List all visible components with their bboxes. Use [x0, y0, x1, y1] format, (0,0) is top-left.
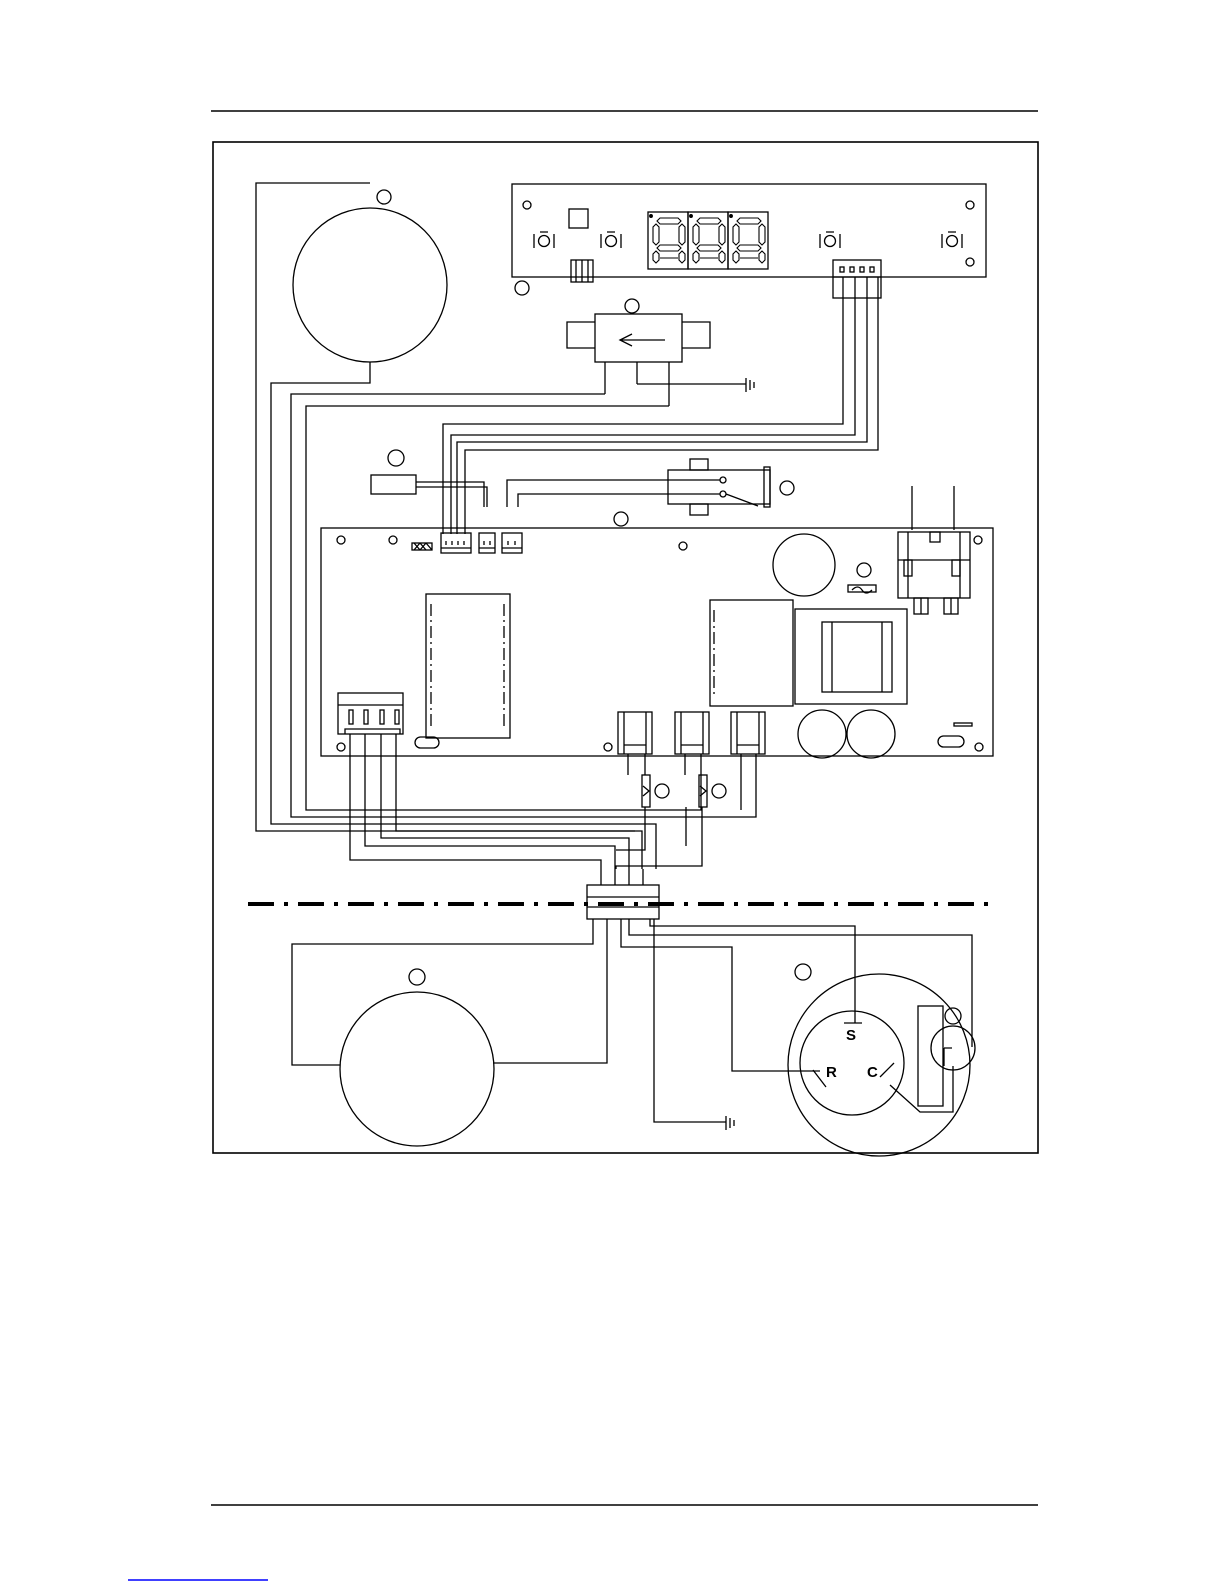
water-level-switch [507, 459, 794, 515]
wiring-harness [256, 183, 878, 869]
display-board [512, 184, 986, 298]
transformer [795, 609, 907, 704]
ground-icon [637, 378, 754, 392]
ir-receiver [569, 209, 588, 228]
capacitor-3 [847, 710, 895, 758]
ground-icon-2 [654, 919, 734, 1130]
microcontroller [426, 594, 510, 738]
display-connector-small [571, 260, 593, 282]
button-3[interactable] [820, 232, 840, 248]
thermal-fuse-1 [642, 775, 669, 807]
button-4[interactable] [942, 232, 962, 248]
capacitor [773, 534, 835, 596]
button-2[interactable] [601, 232, 621, 248]
terminal-block [587, 869, 659, 919]
seven-segment-display [648, 212, 768, 269]
compressor-terminal-c-label: C [867, 1064, 878, 1081]
relay-terminal-3 [731, 712, 765, 754]
relay [710, 600, 793, 706]
display-connector-4pin [833, 260, 881, 298]
relay-terminal-1 [618, 712, 652, 754]
switch-connector-2pin [502, 533, 522, 553]
power-terminal-block [898, 532, 970, 614]
sensor-connector-2pin [479, 533, 495, 553]
fan-connector-4pin [338, 693, 403, 734]
pump-motor [292, 919, 607, 1146]
temperature-sensor [371, 450, 487, 507]
compressor-terminal-s-label: S [846, 1027, 856, 1044]
diagram-frame [213, 142, 1038, 1153]
fuse-icon [848, 585, 876, 593]
thermal-fuse-2 [699, 775, 726, 807]
compressor [621, 919, 975, 1156]
arrow-left-icon [620, 334, 665, 346]
compressor-terminal-r-label: R [826, 1064, 837, 1081]
capacitor-2 [798, 710, 846, 758]
fan-motor [293, 190, 447, 362]
solenoid-valve [567, 299, 710, 406]
main-control-board [321, 512, 993, 758]
button-1[interactable] [534, 232, 554, 248]
sensor-connector-4pin [441, 533, 471, 553]
relay-terminal-2 [675, 712, 709, 754]
overload-protector [918, 1006, 943, 1106]
